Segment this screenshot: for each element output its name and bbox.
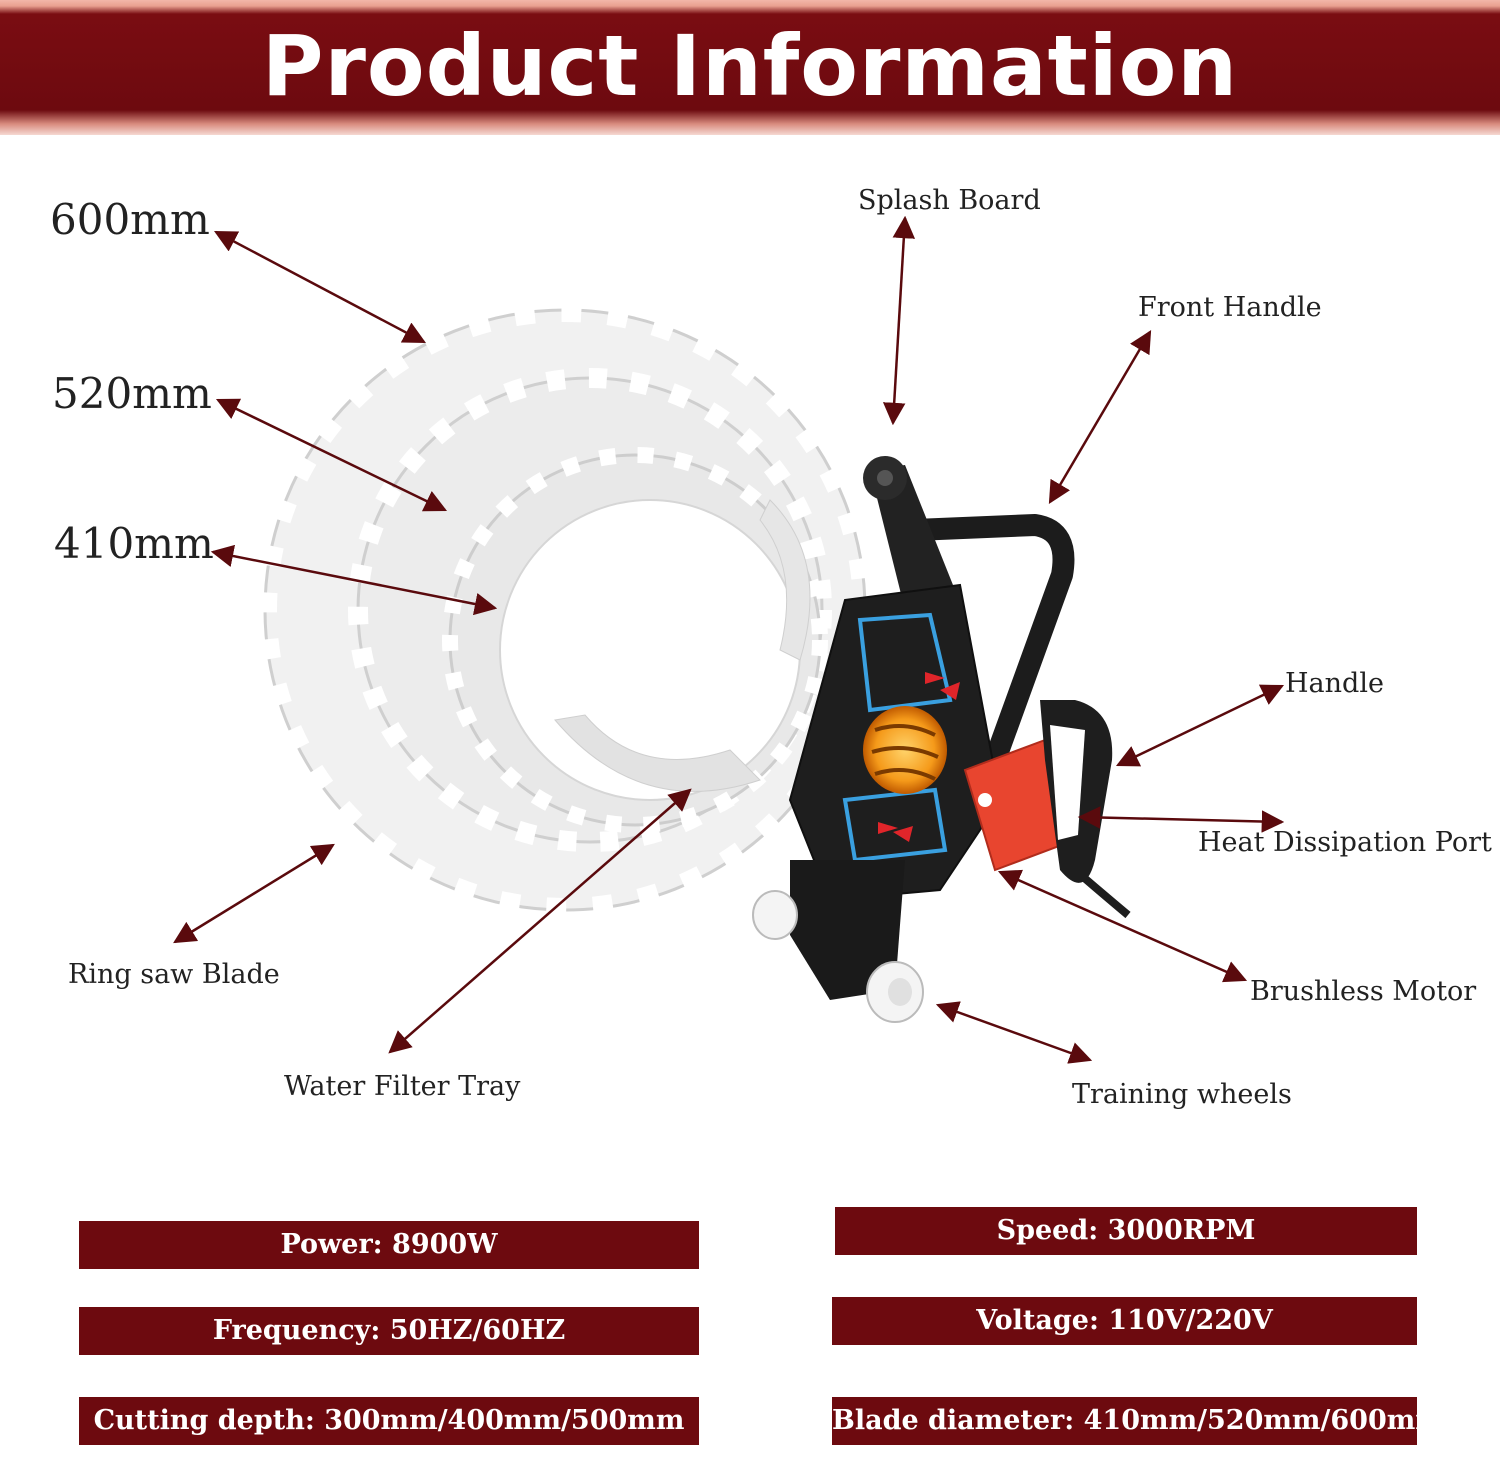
spec-power: Power: 8900W [79,1221,699,1269]
label-brushless-motor: Brushless Motor [1250,976,1477,1007]
saw-body-icon [788,456,1131,1000]
label-handle: Handle [1285,668,1384,699]
spec-frequency: Frequency: 50HZ/60HZ [79,1307,699,1355]
ring-blade-icon [253,298,877,922]
dimension-520mm: 520mm [52,369,212,418]
label-heat-dissipation-port: Heat Dissipation Port [1198,827,1492,858]
label-front-handle: Front Handle [1138,292,1322,323]
page-title: Product Information [261,17,1239,115]
label-ring-saw-blade: Ring saw Blade [68,959,280,990]
label-splash-board: Splash Board [858,185,1041,216]
callout-arrows [173,215,1285,1064]
header-banner: Product Information [0,0,1500,135]
label-water-filter-tray: Water Filter Tray [284,1071,521,1102]
spec-voltage: Voltage: 110V/220V [832,1297,1417,1345]
label-training-wheels: Training wheels [1072,1079,1292,1110]
training-wheels-icon [752,890,924,1023]
dimension-410mm: 410mm [54,519,214,568]
spec-speed: Speed: 3000RPM [835,1207,1417,1255]
spec-blade-diameter: Blade diameter: 410mm/520mm/600mm [832,1397,1444,1445]
dimension-600mm: 600mm [50,195,210,244]
spec-cutting-depth: Cutting depth: 300mm/400mm/500mm [79,1397,699,1445]
product-diagram [173,215,1285,1064]
